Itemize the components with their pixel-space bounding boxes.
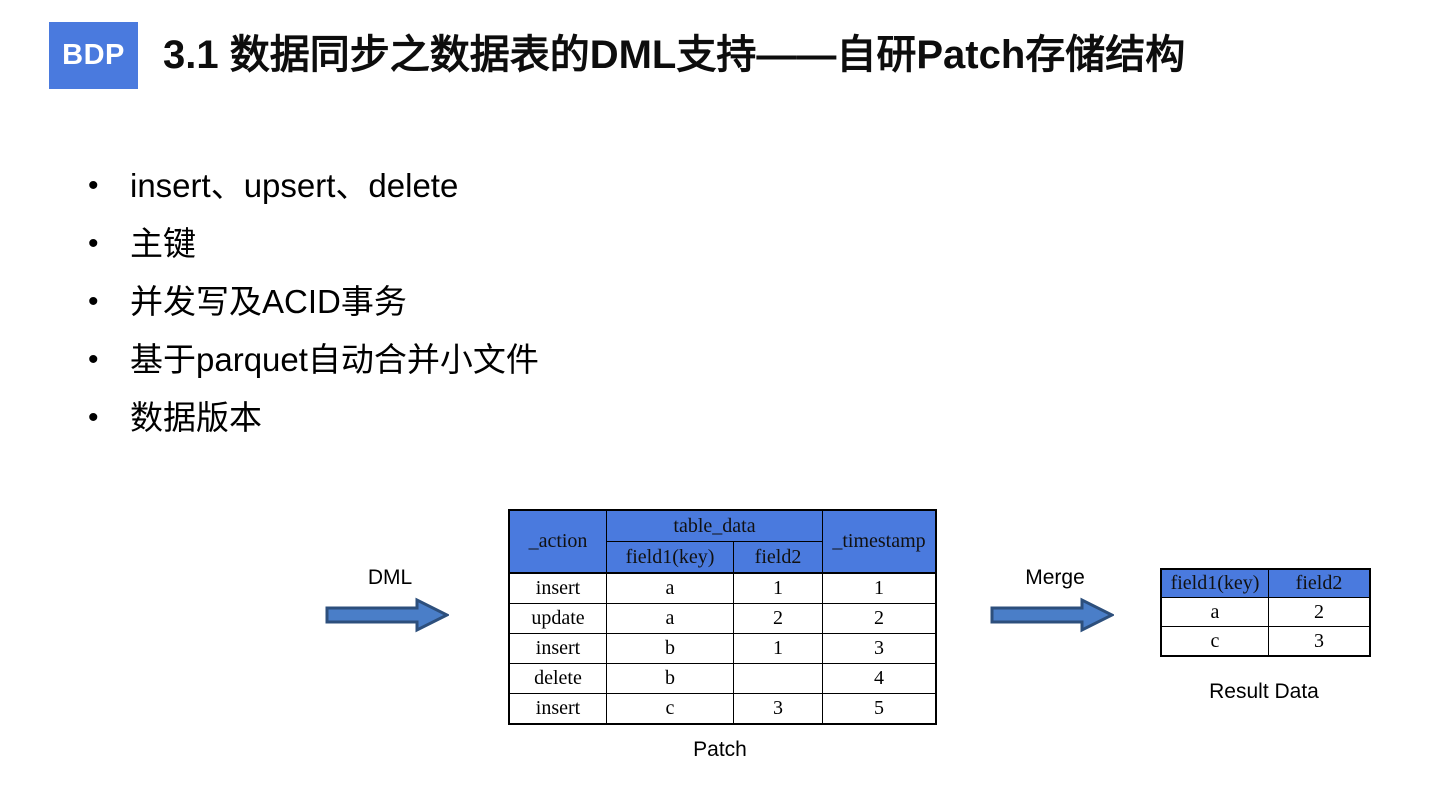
cell-timestamp: 5 <box>822 693 937 725</box>
cell-field2: 1 <box>733 633 823 664</box>
cell-field1: a <box>606 603 734 634</box>
cell-field2: 1 <box>733 572 823 604</box>
list-item-label: 数据版本 <box>130 399 262 436</box>
list-item-label: 主键 <box>130 225 196 262</box>
bullet-dot-icon: • <box>88 227 99 260</box>
bullet-dot-icon: • <box>88 343 99 376</box>
patch-table-caption: Patch <box>693 738 747 761</box>
table-row: insert a 1 1 <box>508 572 937 604</box>
result-table-container: field1(key) field2 a 2 c 3 <box>1160 568 1371 657</box>
list-item-label: 并发写及ACID事务 <box>130 283 407 320</box>
table-subheader-row: field1(key) field2 <box>509 541 936 574</box>
cell-field1: b <box>606 633 734 664</box>
table-row: a 2 <box>1160 597 1371 627</box>
table-header-row: _action table_data _timestamp <box>508 509 937 574</box>
column-header-field2: field2 <box>1268 568 1371 598</box>
cell-field2: 3 <box>1268 626 1371 657</box>
table-row: update a 2 2 <box>508 603 937 634</box>
cell-timestamp: 3 <box>822 633 937 664</box>
cell-field1: c <box>606 693 734 725</box>
result-table: field1(key) field2 a 2 c 3 <box>1160 568 1371 657</box>
cell-field1: a <box>606 572 734 604</box>
list-item: • 数据版本 <box>80 395 880 453</box>
bullet-list: • insert、upsert、delete • 主键 • 并发写及ACID事务… <box>80 163 880 453</box>
column-header-table-data: table_data <box>606 509 823 542</box>
slide-header: BDP 3.1 数据同步之数据表的DML支持——自研Patch存储结构 <box>0 0 1440 110</box>
list-item-label: 基于parquet自动合并小文件 <box>130 341 539 378</box>
merge-arrow-label: Merge <box>1025 566 1085 589</box>
column-header-timestamp: _timestamp <box>822 509 937 574</box>
result-table-caption: Result Data <box>1209 680 1319 703</box>
patch-table: _action table_data _timestamp field1(key… <box>508 509 937 725</box>
cell-action: insert <box>508 572 607 604</box>
cell-field1: b <box>606 663 734 694</box>
list-item-label: insert、upsert、delete <box>130 167 459 204</box>
table-row: delete b 4 <box>508 663 937 694</box>
cell-field2 <box>733 663 823 694</box>
cell-field2: 2 <box>1268 597 1371 627</box>
cell-field1: a <box>1160 597 1269 627</box>
table-row: insert b 1 3 <box>508 633 937 664</box>
bullet-dot-icon: • <box>88 169 99 202</box>
patch-flow-diagram: DML _action table_data _timestamp field1… <box>0 490 1440 790</box>
list-item: • 基于parquet自动合并小文件 <box>80 337 880 395</box>
cell-field2: 2 <box>733 603 823 634</box>
right-block-arrow-icon <box>990 597 1114 633</box>
dml-arrow-label: DML <box>367 566 413 589</box>
bullet-dot-icon: • <box>88 285 99 318</box>
cell-field2: 3 <box>733 693 823 725</box>
cell-timestamp: 2 <box>822 603 937 634</box>
merge-flow-group: Merge <box>990 565 1120 633</box>
column-header-action: _action <box>508 509 607 574</box>
cell-field1: c <box>1160 626 1269 657</box>
column-header-field2: field2 <box>733 541 823 574</box>
table-row: insert c 3 5 <box>508 693 937 725</box>
column-header-field1: field1(key) <box>606 541 734 574</box>
cell-action: update <box>508 603 607 634</box>
bdp-logo-text: BDP <box>62 39 125 71</box>
patch-table-container: _action table_data _timestamp field1(key… <box>508 509 937 725</box>
list-item: • 并发写及ACID事务 <box>80 279 880 337</box>
list-item: • insert、upsert、delete <box>80 163 880 221</box>
bullet-dot-icon: • <box>88 401 99 434</box>
bdp-logo: BDP <box>49 22 138 89</box>
page-title: 3.1 数据同步之数据表的DML支持——自研Patch存储结构 <box>163 33 1186 77</box>
cell-timestamp: 1 <box>822 572 937 604</box>
list-item: • 主键 <box>80 221 880 279</box>
table-header-row: field1(key) field2 <box>1160 568 1371 598</box>
cell-action: insert <box>508 633 607 664</box>
column-header-field1: field1(key) <box>1160 568 1269 598</box>
right-block-arrow-icon <box>325 597 449 633</box>
cell-action: delete <box>508 663 607 694</box>
cell-action: insert <box>508 693 607 725</box>
table-row: c 3 <box>1160 626 1371 657</box>
cell-timestamp: 4 <box>822 663 937 694</box>
dml-flow-group: DML <box>325 565 455 633</box>
